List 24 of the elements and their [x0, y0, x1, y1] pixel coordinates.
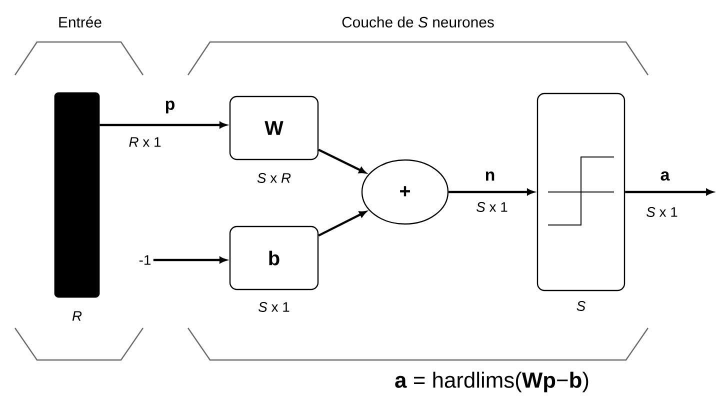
size-label: S x R: [257, 173, 291, 183]
size-label: S x 1: [476, 202, 508, 212]
group-heading: Entrée: [59, 16, 102, 28]
transfer-function-box: [536, 92, 626, 292]
formula: a = hardlims(Wp−b): [395, 372, 588, 392]
arrow: [625, 188, 714, 196]
input-text: -1: [139, 255, 151, 265]
size-label: R: [72, 311, 82, 321]
arrow: [448, 188, 534, 196]
process-box: b: [229, 226, 319, 290]
input-bar: [54, 92, 100, 298]
group-heading: Couche de S neurones: [342, 16, 494, 28]
size-label: S x 1: [258, 302, 290, 312]
size-label: S: [576, 301, 586, 311]
edge-label: a: [660, 171, 670, 181]
size-label: R x 1: [129, 137, 161, 147]
process-box: W: [229, 96, 319, 160]
edge-label: n: [486, 171, 494, 181]
arrow: [100, 122, 227, 128]
size-label: S x 1: [646, 207, 678, 217]
arrow: [318, 210, 366, 237]
arrow: [318, 148, 366, 174]
arrow: [153, 256, 227, 264]
edge-label: p: [166, 100, 174, 114]
